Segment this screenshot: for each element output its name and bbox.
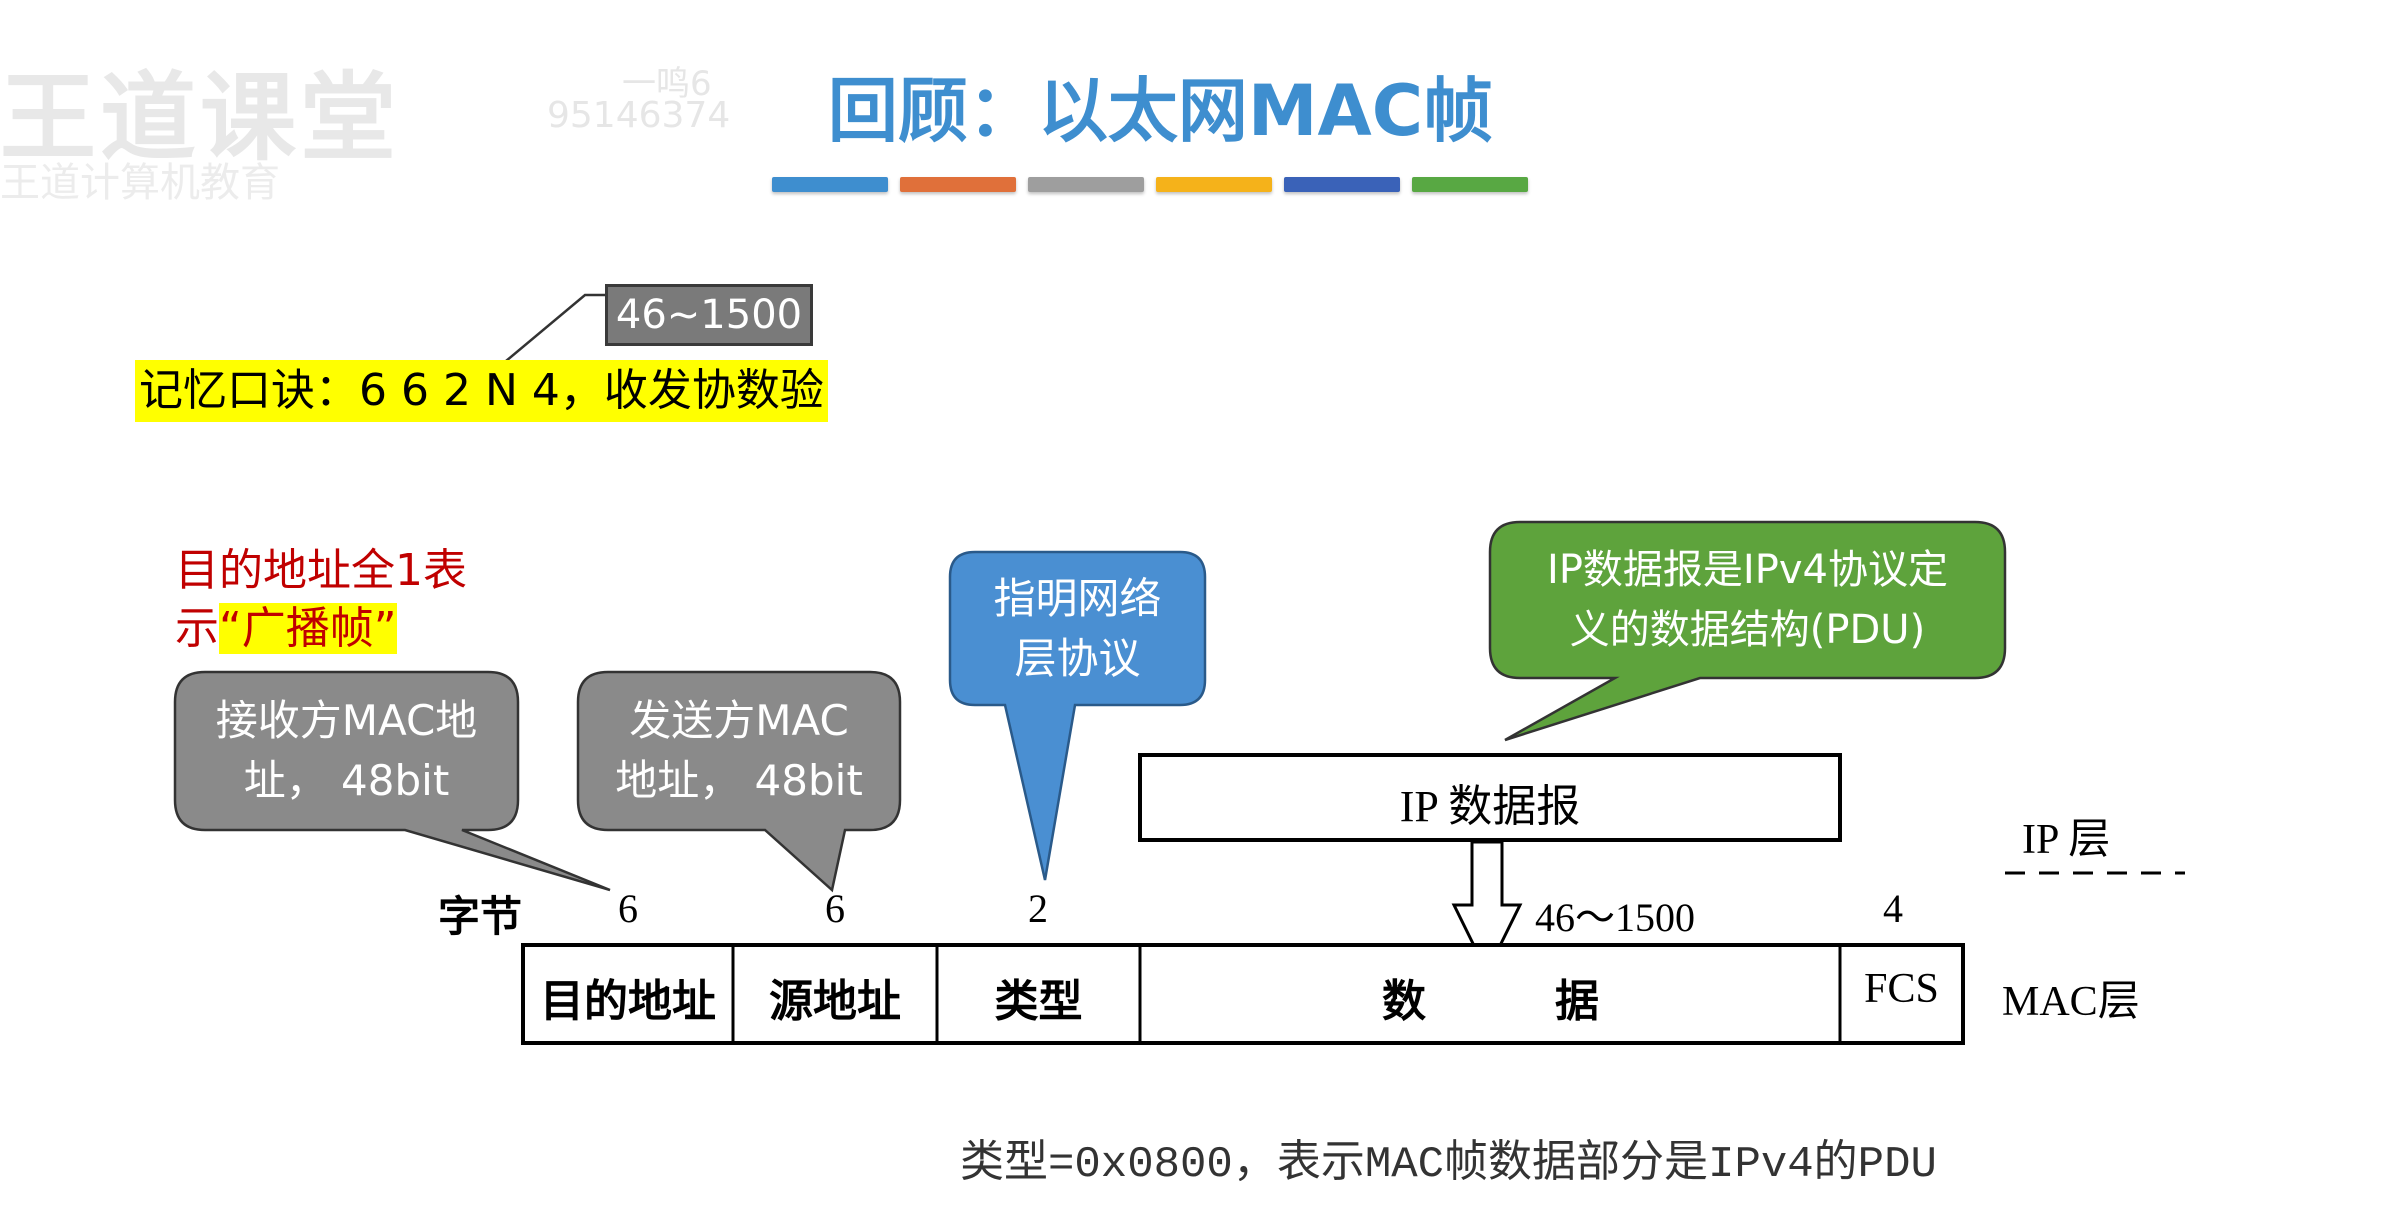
broadcast-note-line1: 目的地址全1表 (175, 545, 467, 596)
callout-src: 发送方MAC 地址， 48bit (615, 696, 863, 805)
callout-ip-shape (1488, 520, 2007, 742)
title-color-bar (772, 177, 888, 192)
title-color-bars (772, 177, 1528, 192)
mnemonic-connector (499, 293, 605, 367)
broadcast-note-line2: 示“广播帧” (175, 603, 397, 654)
title-color-bar (1284, 177, 1400, 192)
callout-dest: 接收方MAC地 址， 48bit (215, 696, 478, 805)
ip-datagram-box (1138, 753, 1842, 842)
bytes-label: 字节 (438, 895, 523, 941)
field-data-char2: 据 (1555, 977, 1599, 1026)
callout-dest-shape (173, 670, 611, 892)
mac-frame-box (521, 943, 1965, 1045)
bottom-note: 类型=0x0800，表示MAC帧数据部分是IPv4的PDU (960, 1140, 1937, 1190)
watermark-id-line2: 95146374 (547, 95, 731, 136)
mnemonic-hint-box: 46~1500 (605, 284, 813, 346)
field-data-char1: 数 (1382, 977, 1426, 1026)
callout-ip: IP数据报是IPv4协议定 义的数据结构(PDU) (1547, 547, 1948, 653)
callout-type-shape (948, 550, 1207, 881)
watermark-subtitle: 王道计算机教育 (0, 160, 280, 206)
ip-datagram-label: IP 数据报 (1399, 782, 1581, 831)
size-fcs: 4 (1883, 886, 1903, 931)
title-color-bar (1028, 177, 1144, 192)
size-data: 46～1500 (1535, 895, 1695, 940)
size-type: 2 (1028, 886, 1048, 931)
callout-type: 指明网络 层协议 (993, 573, 1162, 683)
title-color-bar (1156, 177, 1272, 192)
mnemonic-text: 记忆口诀：6 6 2 N 4，收发协数验 (135, 360, 828, 422)
title-color-bar (900, 177, 1016, 192)
title-color-bar (1412, 177, 1528, 192)
size-dest: 6 (618, 886, 638, 931)
encapsulation-arrow (1451, 840, 1523, 976)
field-dest-address: 目的地址 (540, 977, 716, 1026)
ip-layer-label: IP 层 (2022, 817, 2111, 863)
callout-src-shape (576, 670, 902, 893)
size-src: 6 (825, 886, 845, 931)
field-fcs: FCS (1864, 966, 1939, 1012)
field-src-address: 源地址 (769, 977, 901, 1026)
watermark-id-line1: 一鸣6 (622, 64, 712, 104)
field-type: 类型 (994, 977, 1083, 1026)
slide-title: 回顾：以太网MAC帧 (827, 70, 1494, 152)
mac-layer-label: MAC层 (2002, 979, 2140, 1025)
watermark-logo: 王道课堂 (0, 62, 400, 174)
